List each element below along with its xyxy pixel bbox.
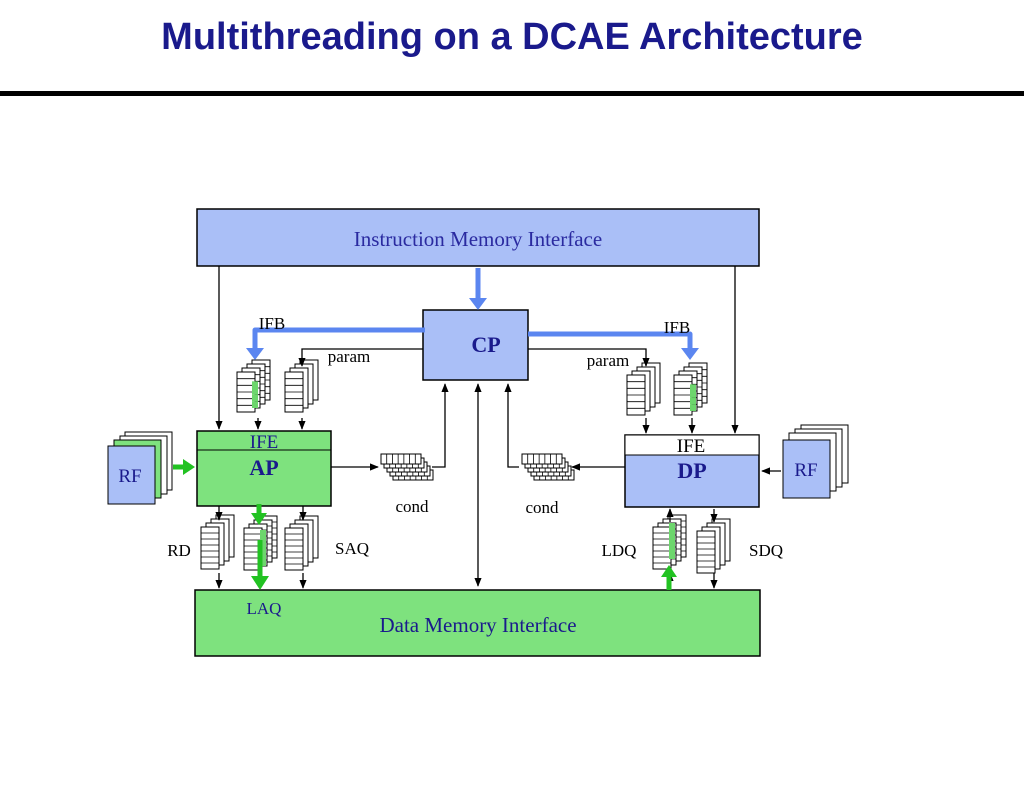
sdq-label: SDQ bbox=[749, 541, 783, 560]
cp-box: CP bbox=[422, 309, 529, 381]
data-memory-interface: Data Memory Interface bbox=[194, 589, 761, 657]
right-rf-stack: RF bbox=[782, 424, 849, 499]
instruction-memory-interface-label: Instruction Memory Interface bbox=[354, 227, 602, 251]
instruction-memory-interface: Instruction Memory Interface bbox=[196, 208, 760, 267]
ifb-queue-ap bbox=[236, 359, 271, 413]
dp-ife-label: IFE bbox=[677, 436, 706, 457]
dp-label: DP bbox=[677, 458, 706, 483]
left-param-label: param bbox=[328, 347, 370, 366]
right-ifb-label: IFB bbox=[664, 318, 690, 337]
param-queue-ap bbox=[284, 359, 319, 413]
saq-label: SAQ bbox=[335, 539, 369, 558]
ldq-label: LDQ bbox=[602, 541, 637, 560]
rd-queue bbox=[200, 514, 235, 570]
cond-queues bbox=[380, 453, 575, 481]
ldq-queue bbox=[652, 514, 687, 570]
right-rf-label: RF bbox=[794, 460, 817, 481]
data-memory-interface-label: Data Memory Interface bbox=[379, 613, 576, 637]
ap-ife-label: IFE bbox=[250, 432, 279, 453]
saq-queue bbox=[284, 515, 319, 571]
title-divider bbox=[0, 91, 1024, 96]
dp-box: IFE DP bbox=[624, 434, 760, 508]
param-queue-dp bbox=[626, 362, 661, 416]
green-arrows bbox=[173, 459, 677, 590]
sdq-queue bbox=[696, 518, 731, 574]
right-param-label: param bbox=[587, 351, 629, 370]
left-rf-label: RF bbox=[118, 466, 141, 487]
page-title: Multithreading on a DCAE Architecture bbox=[161, 16, 863, 58]
rd-label: RD bbox=[167, 541, 191, 560]
left-cond-label: cond bbox=[395, 497, 429, 516]
left-ifb-label: IFB bbox=[259, 314, 285, 333]
cond-queue-ap bbox=[380, 453, 434, 481]
left-rf-stack: RF bbox=[107, 431, 173, 505]
right-cond-label: cond bbox=[525, 498, 559, 517]
cp-label: CP bbox=[471, 332, 500, 357]
ap-label: AP bbox=[249, 455, 278, 480]
cond-queue-dp bbox=[521, 453, 575, 481]
connections bbox=[215, 266, 781, 589]
queue-stacks bbox=[200, 359, 731, 574]
blue-thread-arrows bbox=[246, 268, 699, 360]
ap-box: IFE AP bbox=[196, 430, 332, 507]
ifb-queue-dp bbox=[673, 362, 708, 416]
laq-label: LAQ bbox=[247, 599, 282, 618]
